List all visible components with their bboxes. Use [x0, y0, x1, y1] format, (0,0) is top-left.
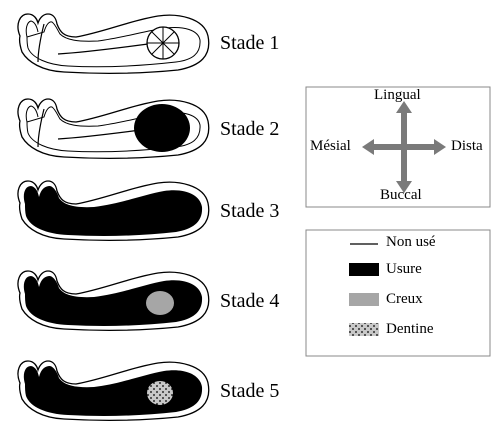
tooth-stage-1 [18, 14, 209, 73]
legend-wear-label: Usure [386, 261, 422, 278]
crown-radial-icon [147, 27, 179, 59]
direction-lingual: Lingual [374, 87, 421, 104]
tooth-stage-3 [18, 181, 209, 240]
legend-unworn-label: Non usé [386, 234, 436, 251]
dotted-swatch-icon [349, 323, 379, 336]
wear-fill [24, 186, 202, 236]
black-swatch-icon [349, 263, 379, 276]
direction-mesial: Mésial [310, 138, 351, 155]
tooth-outline [18, 14, 209, 73]
tooth-stage-2 [18, 99, 209, 158]
direction-distal: Dista [451, 138, 483, 155]
stage-label-1: Stade 1 [220, 32, 279, 55]
internal-line [38, 109, 44, 147]
wear-fill [24, 366, 202, 416]
distal-wear-patch [134, 104, 190, 152]
direction-buccal: Buccal [380, 187, 422, 204]
stage-label-2: Stade 2 [220, 118, 279, 141]
legend-hollow-label: Creux [386, 291, 423, 308]
tooth-stage-5 [18, 361, 209, 420]
tooth-stage-4 [18, 271, 209, 330]
dentine-patch [147, 381, 173, 405]
stage-label-3: Stade 3 [220, 200, 279, 223]
stage-label-4: Stade 4 [220, 290, 279, 313]
internal-line [38, 24, 44, 62]
internal-line [58, 44, 148, 54]
gray-swatch-icon [349, 293, 379, 306]
stage-label-5: Stade 5 [220, 380, 279, 403]
legend-dentine-label: Dentine [386, 321, 433, 338]
hollow-patch [146, 291, 174, 315]
wear-fill [24, 276, 202, 326]
